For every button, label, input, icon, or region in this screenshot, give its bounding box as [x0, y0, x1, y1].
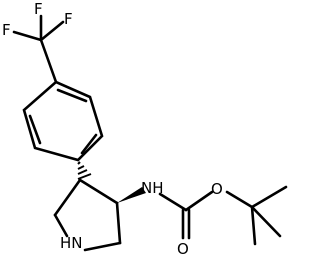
structure-canvas: F F F NH O O HN [2, 0, 288, 258]
bond-c2-c3 [53, 178, 82, 217]
bond-c3-c4 [78, 178, 119, 205]
molecule-structure: F F F NH O O HN [2, 0, 288, 258]
bond-n-c2 [53, 213, 69, 238]
atom-label-nh-amide: NH [141, 179, 164, 197]
bond-tbu-me2 [250, 205, 282, 238]
bond-carbonyl-c-o-ester [184, 190, 214, 212]
bold-wedge-bond [117, 187, 146, 203]
bond-c4-c5 [115, 201, 122, 245]
bond-nh-carbonyl-c [158, 192, 188, 212]
aromatic-inner-bond-1 [28, 114, 42, 145]
benzene-ring [22, 80, 104, 162]
bond-c-f1 [12, 30, 43, 42]
bond-tbu-me3 [250, 205, 257, 246]
bond-c5-n [83, 241, 122, 252]
hashed-wedge-bond [77, 161, 92, 180]
atom-label-f2: F [34, 0, 43, 18]
atom-label-o-carbonyl: O [177, 240, 189, 258]
aromatic-inner-bond-3 [56, 88, 88, 103]
aromatic-inner-bond-2 [80, 133, 98, 155]
bond-o-tbu-c [225, 190, 254, 209]
atom-label-f1: F [2, 21, 11, 39]
atom-label-nh-ring: HN [60, 234, 83, 252]
atom-label-o-ester: O [211, 180, 223, 198]
atom-label-f3: F [64, 10, 73, 28]
bond-cf3-aryl [39, 38, 58, 84]
bond-tbu-me1 [250, 185, 288, 209]
bond-c-f3 [39, 20, 65, 42]
